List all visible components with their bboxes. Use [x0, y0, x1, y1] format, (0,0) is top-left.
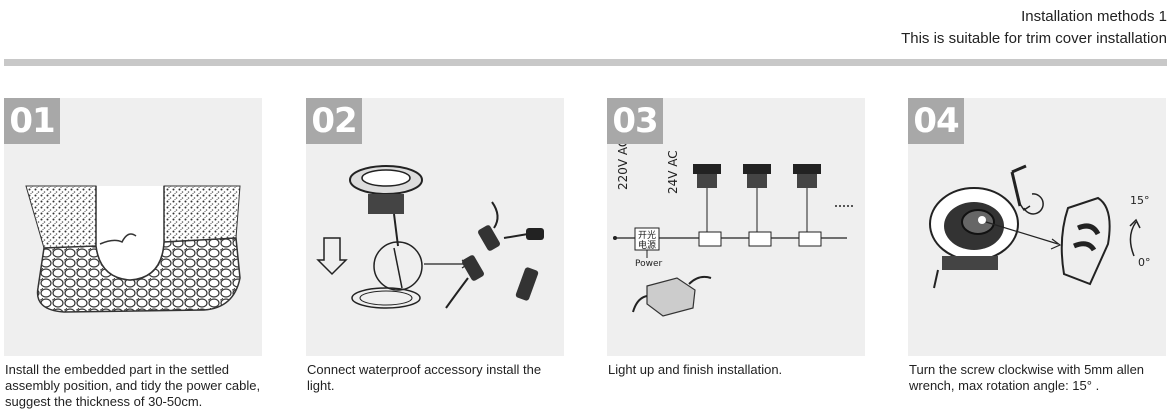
header-divider [4, 59, 1167, 66]
voltage-220-label: 220V AC [616, 139, 630, 190]
step-04-caption: Turn the screw clockwise with 5mm allen … [909, 362, 1145, 393]
min-angle-label: 0° [1138, 256, 1151, 269]
waterproof-connection-illustration [316, 165, 544, 309]
step-number: 01 [4, 98, 60, 144]
allen-wrench-adjustment-illustration: 15° 0° [929, 164, 1151, 289]
step-04-panel: 15° 0° 04 [908, 98, 1166, 356]
wiring-diagram: 220V AC 24V AC 开光 电源 Power [613, 139, 853, 317]
power-label: Power [635, 259, 663, 269]
step-number: 02 [306, 98, 362, 144]
switch-label: 开光 [638, 229, 656, 241]
source-label: 电源 [638, 239, 656, 251]
header-subtitle: This is suitable for trim cover installa… [901, 30, 1167, 47]
step-03-panel: 220V AC 24V AC 开光 电源 Power 03 [607, 98, 865, 356]
step-number: 03 [607, 98, 663, 144]
step-01-panel: 01 [4, 98, 262, 356]
step-02-caption: Connect waterproof accessory install the… [307, 362, 542, 393]
max-angle-label: 15° [1130, 194, 1150, 207]
embedded-part-illustration [25, 185, 241, 313]
header-title: Installation methods 1 [1021, 8, 1167, 25]
header: Installation methods 1 This is suitable … [901, 6, 1167, 50]
step-03-caption: Light up and finish installation. [608, 362, 783, 377]
voltage-24-label: 24V AC [666, 150, 680, 194]
step-01-caption: Install the embedded part in the settled… [5, 362, 261, 409]
step-number: 04 [908, 98, 964, 144]
step-02-panel: 02 [306, 98, 564, 356]
